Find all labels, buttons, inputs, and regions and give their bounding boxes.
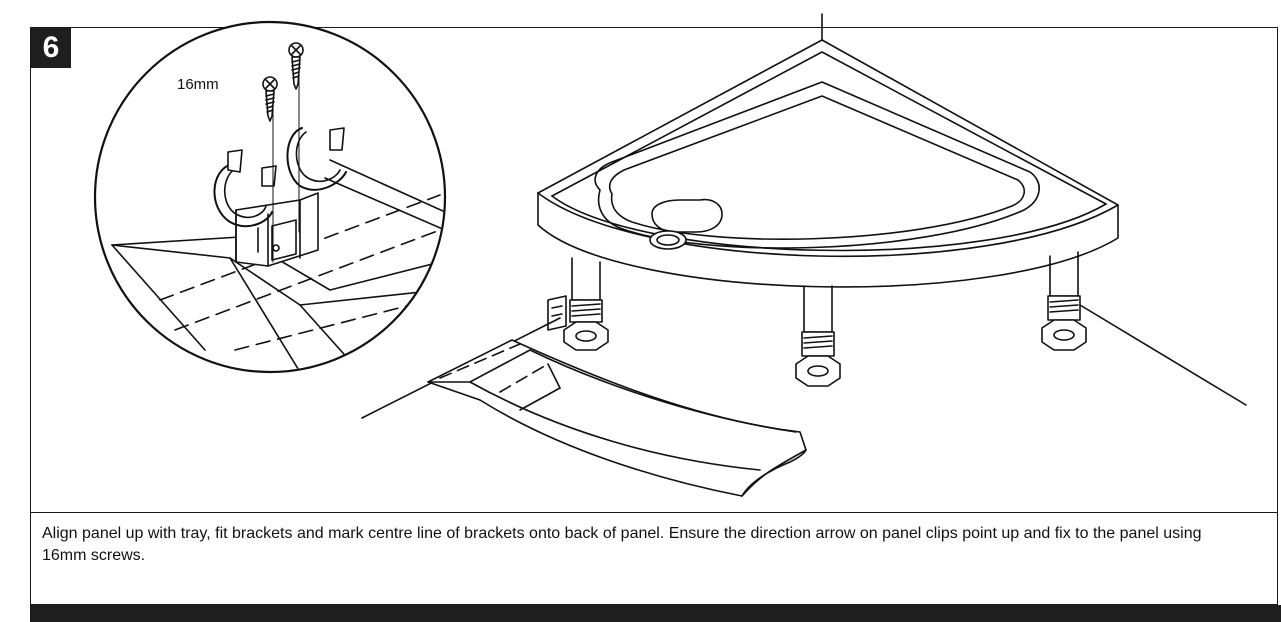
instruction-text: Align panel up with tray, fit brackets a… — [42, 525, 1202, 564]
adjustable-leg-icon — [1041, 251, 1087, 351]
screw-icon — [288, 42, 304, 90]
front-panel-icon — [427, 339, 807, 497]
footer-bar — [30, 605, 1281, 622]
step-number-badge: 6 — [31, 28, 71, 68]
caption-divider — [30, 512, 1278, 513]
adjustable-leg-icon — [563, 257, 609, 351]
detail-magnifier — [93, 20, 447, 374]
bracket-clip-icon — [213, 69, 347, 267]
screw-length-label: 16mm — [177, 76, 219, 93]
adjustable-leg-icon — [795, 285, 841, 387]
screw-icon — [262, 76, 278, 122]
shower-tray-icon — [361, 13, 1247, 419]
